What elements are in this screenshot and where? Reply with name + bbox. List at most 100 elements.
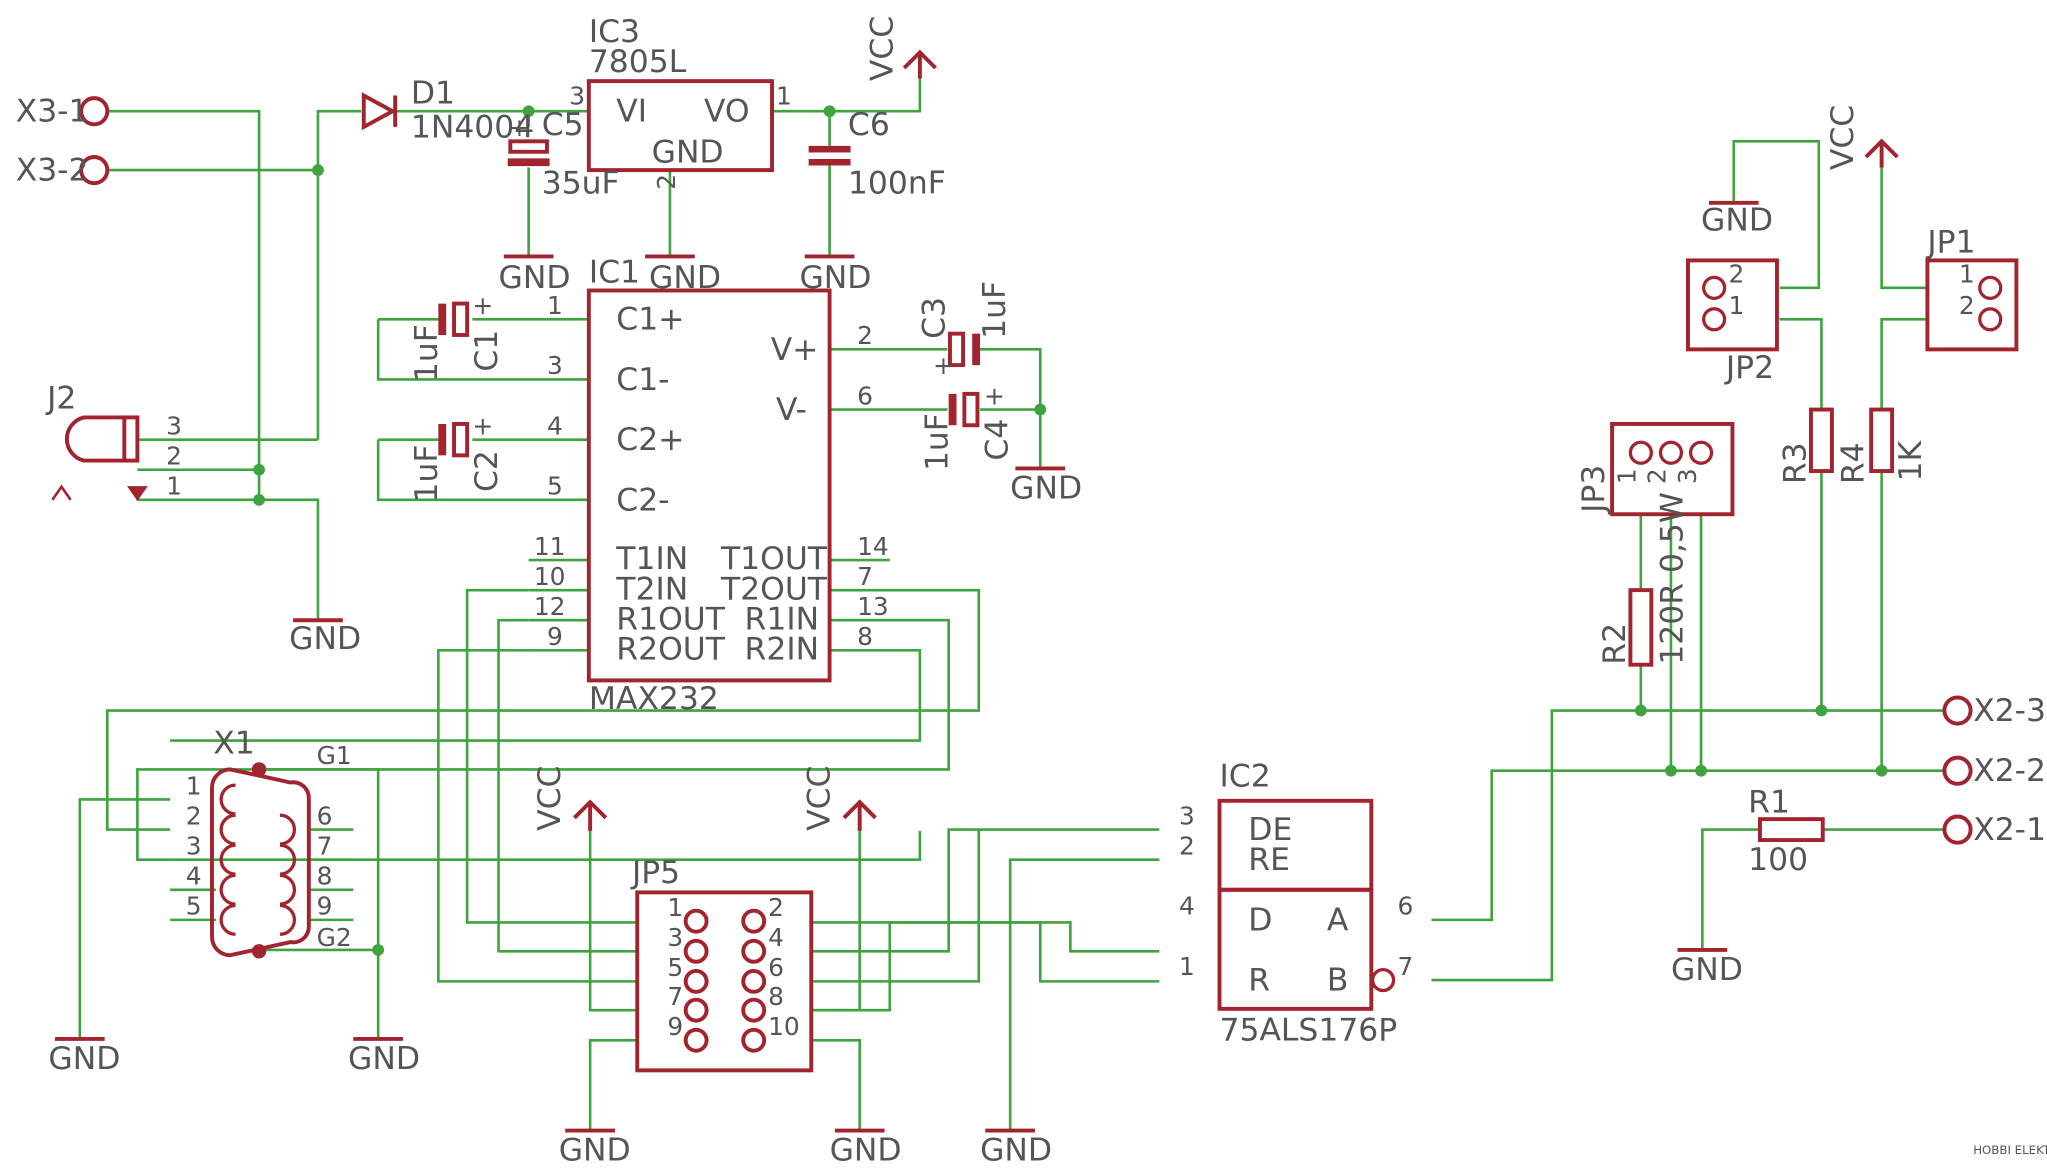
label-ic1-c1m: C1- bbox=[616, 362, 669, 398]
wire-jp1-vcc bbox=[1880, 167, 1928, 290]
label-ic3-p3: 3 bbox=[569, 82, 585, 111]
label-ic1-vp: V+ bbox=[771, 332, 819, 368]
label-x1-p1: 1 bbox=[186, 771, 202, 800]
wire-d1-anode bbox=[316, 109, 362, 440]
watermark-text: HOBBI ELEKTRONIKA bbox=[1973, 1143, 2047, 1157]
label-c5-value: 35uF bbox=[542, 166, 620, 202]
wire-r2in bbox=[170, 649, 922, 742]
wire-r1out bbox=[497, 618, 638, 953]
label-ic2-d: D bbox=[1248, 902, 1272, 938]
label-gnd-ic2-re: GND bbox=[980, 1133, 1052, 1169]
label-gnd-x1-left: GND bbox=[48, 1041, 120, 1077]
ic2-transceiver-body bbox=[1217, 798, 1396, 1011]
wire-jp5-p10 bbox=[811, 1038, 861, 1131]
label-x2-1: X2-1 bbox=[1973, 812, 2046, 848]
label-jp5-p3: 3 bbox=[667, 923, 683, 952]
label-ic1-p14: 14 bbox=[857, 532, 889, 561]
label-jp3-name: JP3 bbox=[1576, 465, 1612, 515]
label-x3-1: X3-1 bbox=[16, 94, 89, 130]
label-ic1-r2in: R2IN bbox=[745, 631, 820, 667]
label-r1-name: R1 bbox=[1748, 785, 1790, 821]
vcc-arrows bbox=[573, 49, 1899, 831]
label-x1-p8: 8 bbox=[317, 862, 333, 891]
label-x1-p3: 3 bbox=[186, 831, 202, 860]
label-x1-p2: 2 bbox=[186, 801, 202, 830]
junction bbox=[1665, 764, 1677, 777]
ic3-regulator-body bbox=[586, 79, 774, 173]
jp5-pins bbox=[683, 908, 767, 1053]
c6-capacitor-symbol bbox=[808, 145, 851, 166]
wire-jp5-p6 bbox=[811, 829, 981, 983]
label-ic2-de: DE bbox=[1248, 812, 1292, 848]
wire-t2out bbox=[105, 588, 981, 831]
wire-x1-pins bbox=[170, 828, 354, 922]
c5-capacitor-symbol bbox=[507, 139, 550, 167]
label-jp5-p7: 7 bbox=[667, 982, 683, 1011]
label-c1-plus: + bbox=[472, 291, 493, 320]
label-ic1-p6: 6 bbox=[857, 381, 873, 410]
label-d1-name: D1 bbox=[411, 75, 455, 111]
label-ic2-a: A bbox=[1327, 902, 1349, 938]
wire-ic2-a bbox=[1431, 769, 1944, 922]
label-r3-name: R3 bbox=[1778, 442, 1814, 484]
label-x1-p5: 5 bbox=[186, 892, 202, 921]
label-vcc-top: VCC bbox=[864, 16, 900, 81]
c3-capacitor-symbol bbox=[948, 331, 981, 368]
label-ic1-p7: 7 bbox=[857, 562, 873, 591]
label-ic1-vm: V- bbox=[776, 392, 807, 428]
label-ic1-p3: 3 bbox=[547, 351, 563, 380]
label-ic1-t1out: T1OUT bbox=[720, 541, 828, 577]
label-ic2-r: R bbox=[1248, 963, 1270, 999]
c2-capacitor-symbol bbox=[438, 421, 470, 458]
terminal-x2-1 bbox=[1942, 814, 1973, 845]
wire-x1-pin1 bbox=[78, 798, 171, 1039]
label-c6-value: 100nF bbox=[848, 166, 946, 202]
parts bbox=[51, 49, 2019, 1133]
junction bbox=[372, 944, 385, 956]
label-ic1-p13: 13 bbox=[857, 592, 889, 621]
c4-capacitor-symbol bbox=[948, 391, 980, 428]
label-ic1-r2out: R2OUT bbox=[616, 631, 725, 667]
label-ic2-b: B bbox=[1327, 963, 1349, 999]
terminal-x3-2 bbox=[79, 155, 110, 186]
label-c3-plus: + bbox=[933, 351, 954, 380]
label-c2-plus: + bbox=[472, 411, 493, 440]
label-ic3-name: IC3 bbox=[589, 14, 640, 50]
label-c1-name: C1 bbox=[469, 330, 505, 372]
label-c6-name: C6 bbox=[848, 107, 890, 143]
label-ic2-p1: 1 bbox=[1179, 952, 1195, 981]
jp1-header-symbol bbox=[1925, 258, 2019, 352]
label-j2-p2: 2 bbox=[166, 442, 182, 471]
junction bbox=[1695, 764, 1707, 777]
label-c2-value: 1uF bbox=[409, 445, 445, 503]
ic1-max232-body bbox=[586, 288, 832, 683]
label-ic3-gnd: GND bbox=[652, 134, 724, 170]
wire-ic2-b bbox=[1431, 709, 1944, 982]
label-ic2-p2: 2 bbox=[1179, 831, 1195, 860]
label-x3-2: X3-2 bbox=[16, 153, 89, 189]
label-ic3-p1: 1 bbox=[776, 82, 792, 111]
wire-t2in bbox=[465, 588, 638, 924]
label-gnd-jp5-right: GND bbox=[830, 1133, 902, 1169]
label-gnd-j2: GND bbox=[289, 621, 361, 657]
label-c5-plus: + bbox=[509, 113, 530, 142]
wire-jp2-pin1 bbox=[1779, 317, 1823, 711]
c1-capacitor-symbol bbox=[438, 301, 470, 337]
label-ic1-name: IC1 bbox=[589, 255, 640, 291]
wire-jp5-p8 bbox=[811, 921, 1160, 1012]
label-ic1-p2: 2 bbox=[857, 321, 873, 350]
label-ic3-vi: VI bbox=[616, 94, 647, 130]
wire-c3 bbox=[829, 348, 1042, 410]
label-x1-p7: 7 bbox=[317, 831, 333, 860]
gnd-bars bbox=[54, 200, 1759, 1133]
label-ic1-p10: 10 bbox=[534, 562, 566, 591]
labels: X3-1 X3-2 J2 3 2 1 GND D1 1N4004 + C5 35… bbox=[16, 14, 2047, 1169]
terminal-x2-2 bbox=[1942, 755, 1973, 786]
x1-db9-symbol bbox=[210, 762, 311, 959]
label-ic2-p4: 4 bbox=[1179, 892, 1195, 921]
label-x2-3: X2-3 bbox=[1973, 693, 2046, 729]
label-vcc-jp5-left: VCC bbox=[532, 766, 568, 831]
label-jp5-p9: 9 bbox=[667, 1012, 683, 1041]
wire-jp5-p4 bbox=[811, 828, 1160, 953]
label-gnd-jp2: GND bbox=[1701, 202, 1773, 238]
